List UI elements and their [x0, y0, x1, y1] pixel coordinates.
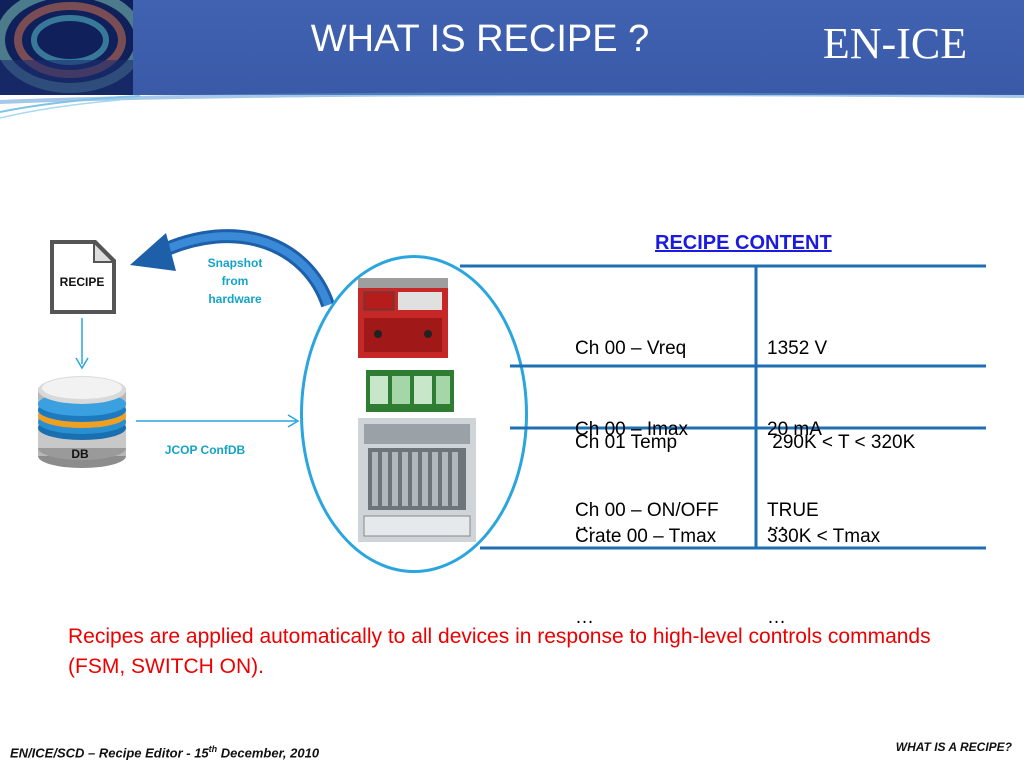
footer-left-sup: th: [208, 744, 218, 754]
snapshot-label: Snapshot from hardware: [196, 254, 274, 308]
snapshot-label-line: from: [221, 274, 249, 288]
table-row-right: 1352 V 20 mA TRUE: [767, 281, 827, 551]
table-row-left: Crate 00 – Tmax …: [575, 469, 716, 658]
table-cell: Ch 01 Temp: [575, 432, 678, 453]
table-cell: Ch 00 – Imax: [575, 419, 688, 440]
table-row-left: Ch 00 – Vreq Ch 00 – Imax Ch 00 – ON/OFF: [575, 281, 719, 551]
table-row-left: Ch 01 Temp …: [575, 375, 677, 564]
down-arrow-icon: [75, 318, 89, 370]
db-icon-label: DB: [71, 447, 89, 461]
footer-right: WHAT IS A RECIPE?: [895, 740, 1012, 754]
header-bar: WHAT IS RECIPE ? EN-ICE: [0, 0, 1024, 95]
footer-left: EN/ICE/SCD – Recipe Editor - 15th Decemb…: [10, 744, 319, 760]
footer-left-date: December, 2010: [217, 745, 320, 761]
hardware-ellipse: [300, 255, 528, 573]
note-text: Recipes are applied automatically to all…: [68, 625, 931, 678]
page-title: WHAT IS RECIPE ?: [310, 18, 650, 60]
table-cell: 1352 V: [767, 338, 828, 359]
table-cell: …: [575, 513, 594, 534]
snapshot-arrow-icon: [130, 229, 335, 308]
recipe-content-title: RECIPE CONTENT: [655, 232, 832, 254]
footer-left-text: EN/ICE/SCD – Recipe Editor - 15: [10, 745, 209, 761]
brand-logo-text: EN-ICE: [822, 19, 968, 68]
snapshot-label-line: Snapshot: [207, 256, 263, 270]
table-cell: Ch 00 – ON/OFF: [575, 500, 719, 521]
table-row-right: 330K < Tmax …: [767, 469, 880, 658]
table-row-right: 290K < T < 320K …: [767, 375, 915, 564]
header-swoosh: [0, 92, 1024, 119]
recipe-icon-label: RECIPE: [59, 275, 105, 289]
table-cell: Crate 00 – Tmax: [575, 526, 717, 547]
table-cell: …: [575, 607, 594, 628]
header-decoration: [0, 0, 133, 95]
table-cell: 20 mA: [767, 419, 822, 440]
table-cell: 290K < T < 320K: [767, 432, 916, 453]
right-arrow-icon: [136, 414, 300, 428]
snapshot-label-line: hardware: [208, 292, 262, 306]
table-cell: 330K < Tmax: [767, 526, 881, 547]
table-cell: TRUE: [767, 500, 819, 521]
recipe-table-grid: [460, 264, 986, 550]
table-cell: …: [767, 513, 786, 534]
circuit-board-image: [366, 370, 454, 412]
table-cell: …: [767, 607, 786, 628]
confdb-label: JCOP ConfDB: [164, 443, 246, 457]
rack-chassis-image: [358, 418, 476, 542]
table-cell: Ch 00 – Vreq: [575, 338, 687, 359]
power-crate-image: [358, 278, 448, 358]
recipe-document-icon: [50, 240, 116, 314]
database-icon: [38, 376, 126, 468]
